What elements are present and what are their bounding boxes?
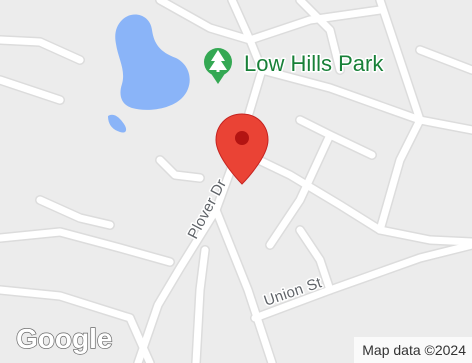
pond — [108, 114, 127, 133]
park-marker[interactable]: Low Hills Park — [204, 48, 386, 84]
lake — [115, 14, 190, 110]
tree-icon — [204, 48, 232, 84]
park-name-label[interactable]: Low Hills Park — [243, 50, 386, 78]
map-attribution[interactable]: Map data ©2024 — [354, 337, 472, 363]
location-pin-icon[interactable] — [215, 113, 269, 185]
google-logo: Google — [16, 323, 112, 354]
